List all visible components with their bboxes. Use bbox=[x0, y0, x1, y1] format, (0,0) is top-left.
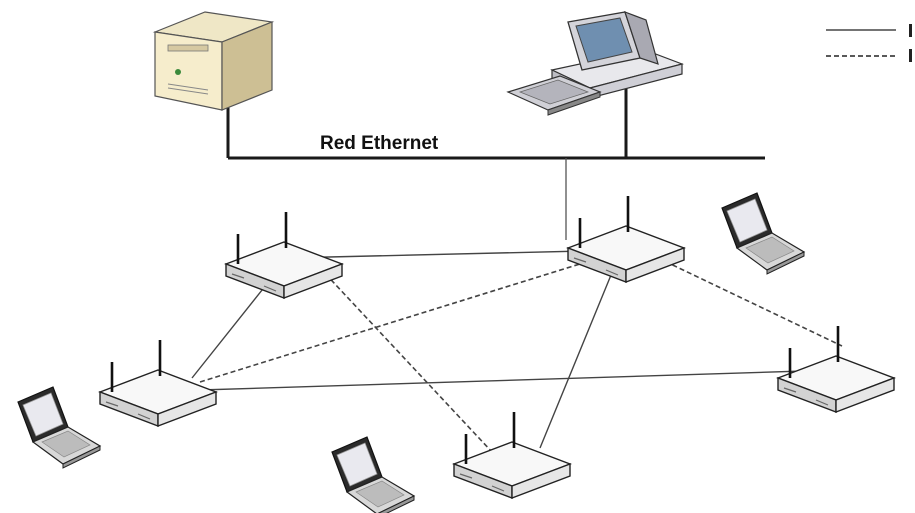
access-point-icon bbox=[224, 210, 344, 300]
legend-dashed-marker bbox=[909, 49, 912, 62]
laptop-icon bbox=[331, 436, 415, 513]
access-point-icon bbox=[452, 410, 572, 500]
access-point-icon bbox=[566, 194, 686, 284]
laptop-icon bbox=[17, 386, 101, 469]
dashed-links bbox=[199, 253, 843, 453]
link-solid bbox=[539, 257, 619, 449]
server-icon bbox=[152, 11, 275, 111]
link-solid bbox=[199, 369, 837, 391]
ethernet-bus bbox=[226, 82, 765, 160]
link-dashed bbox=[319, 267, 493, 453]
access-point-icon bbox=[776, 324, 896, 414]
ethernet-label: Red Ethernet bbox=[320, 133, 439, 154]
legend-solid-marker bbox=[909, 24, 912, 37]
link-dashed bbox=[657, 257, 843, 347]
legend bbox=[826, 24, 912, 62]
access-point-icon bbox=[98, 338, 218, 428]
laptop-icon bbox=[721, 192, 805, 275]
desktop-computer-icon bbox=[506, 10, 684, 116]
